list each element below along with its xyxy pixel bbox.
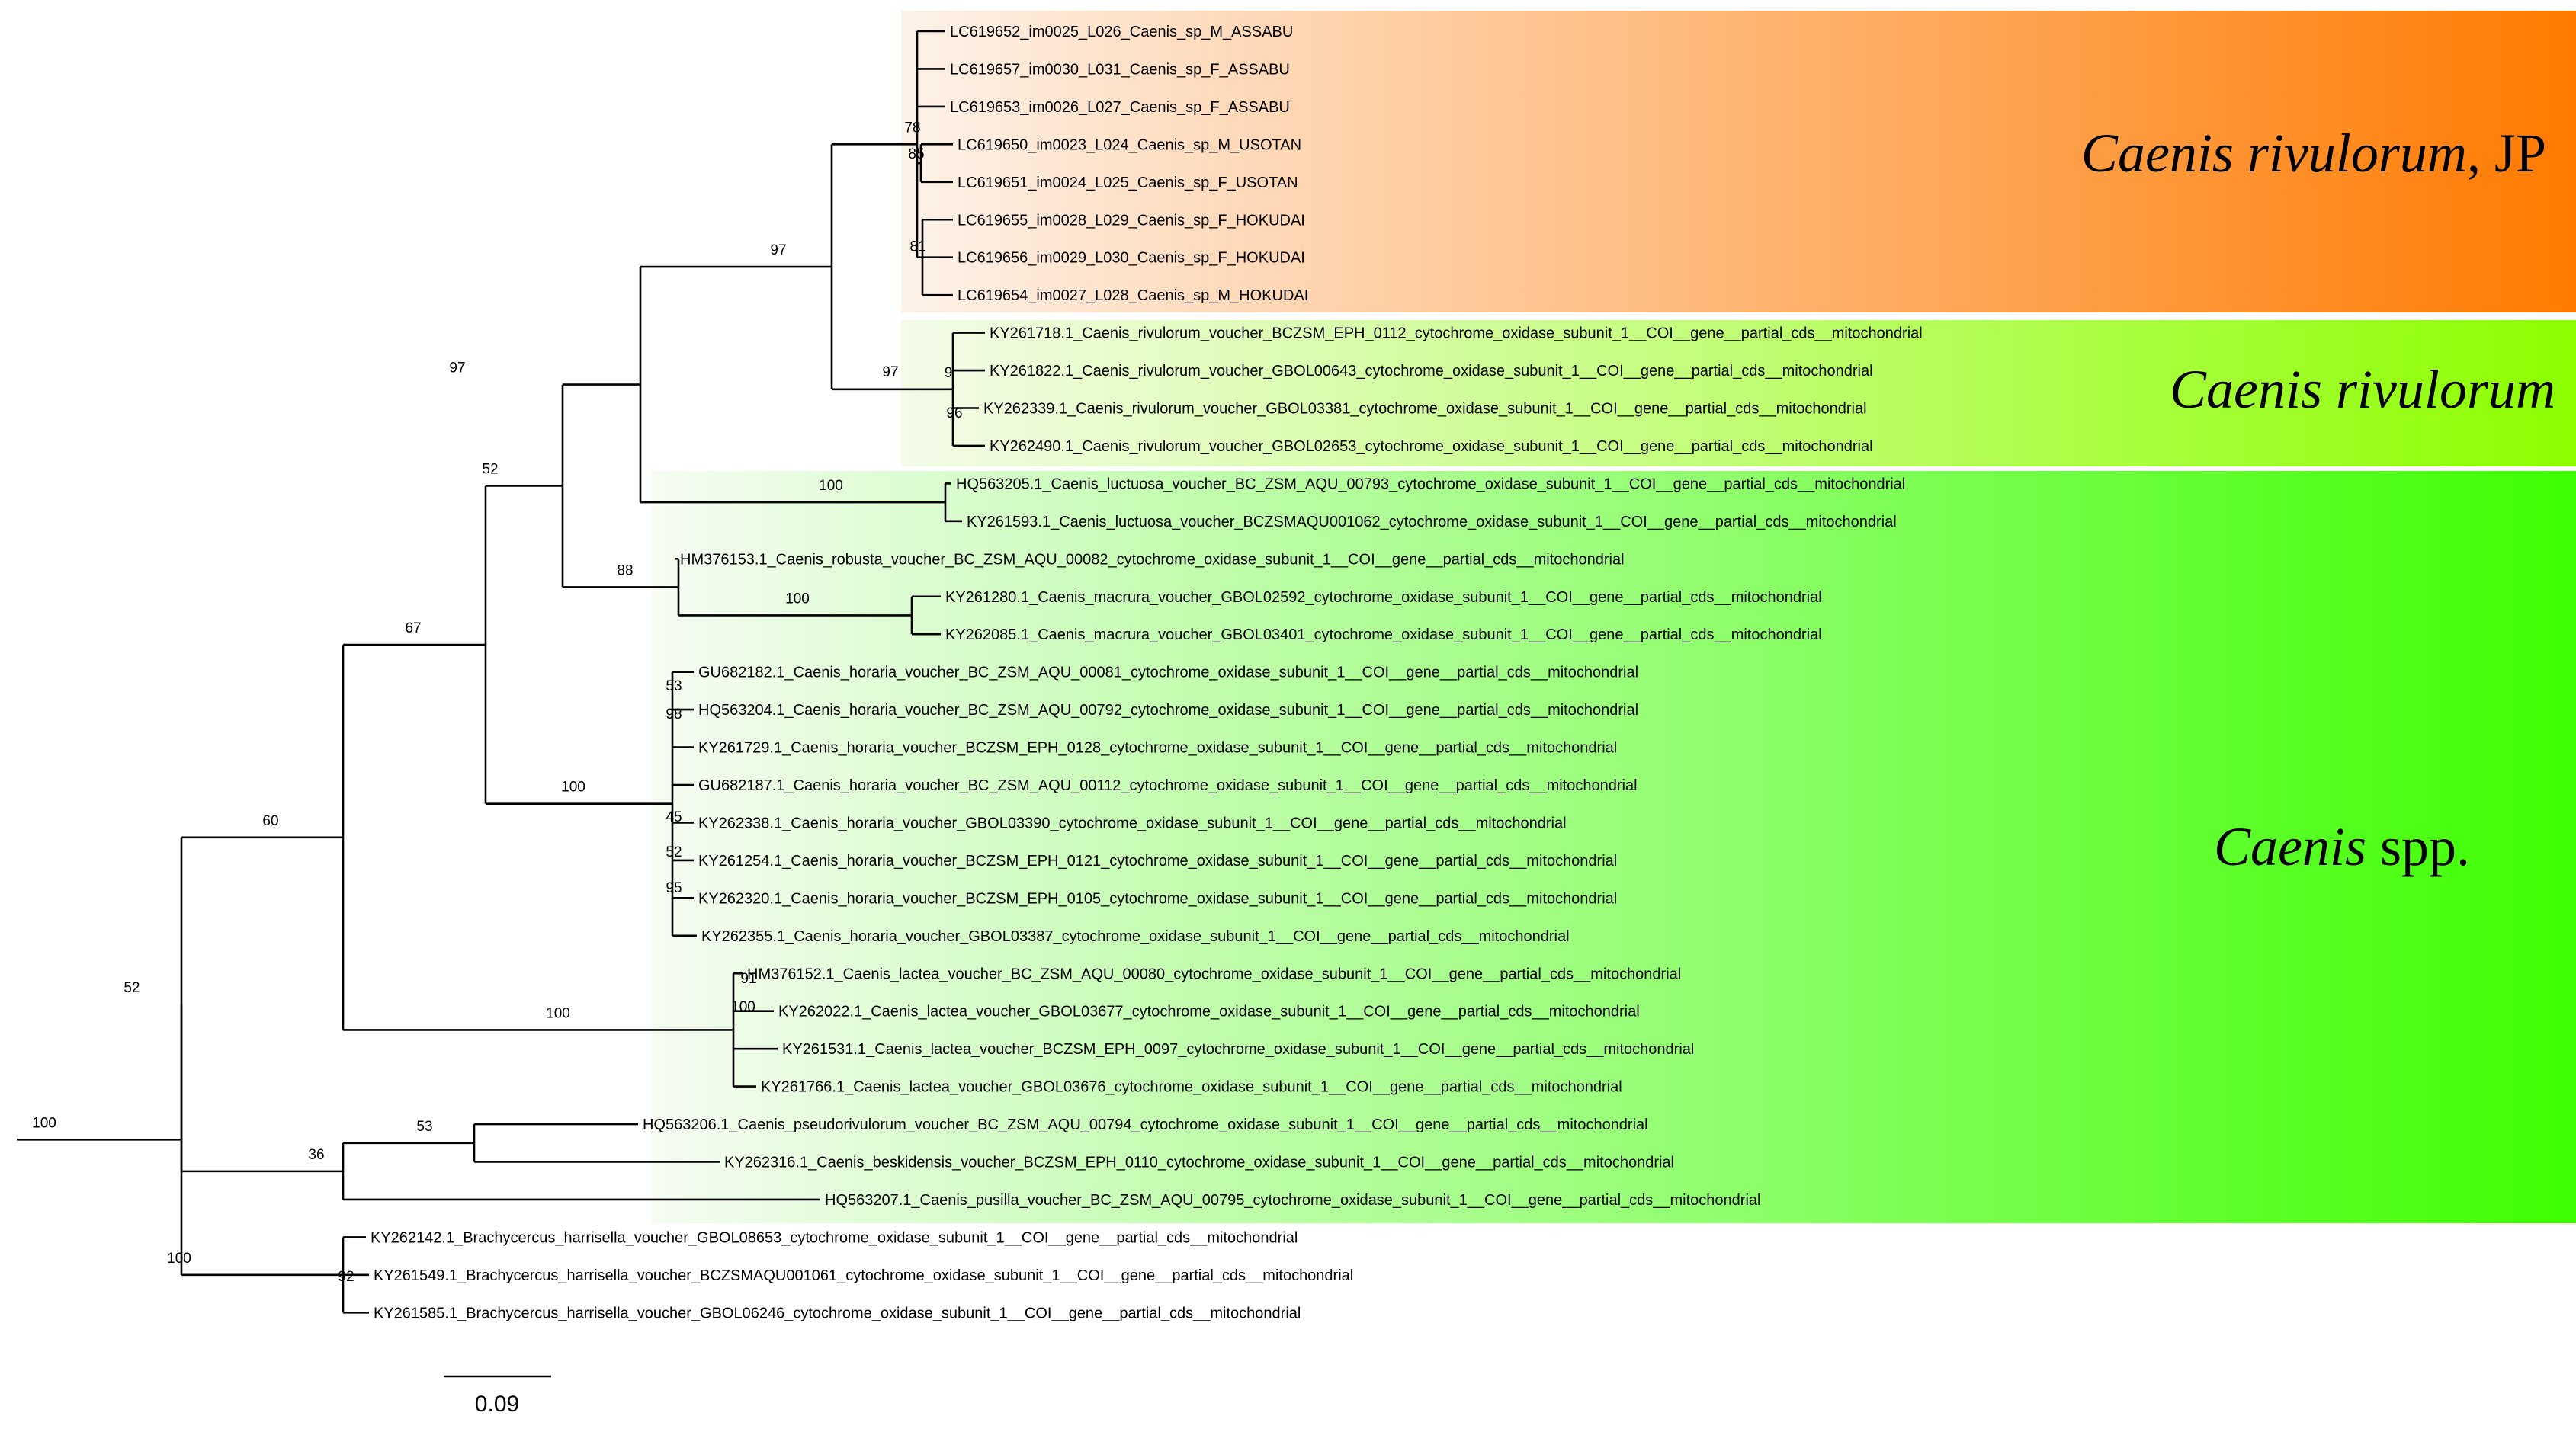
tip-label-34: KY261585.1_Brachycercus_harrisella_vouch…: [374, 1305, 1301, 1321]
clade-label-spp-rest: spp.: [2366, 816, 2470, 877]
clade-label-spp-italic: Caenis: [2214, 816, 2366, 877]
bootstrap-n-lact-100: 100: [731, 999, 755, 1015]
tip-label-33: KY261549.1_Brachycercus_harrisella_vouch…: [374, 1267, 1353, 1284]
tip-label-19: KY261729.1_Caenis_horaria_voucher_BCZSM_…: [698, 740, 1617, 757]
tip-label-2: LC619653_im0026_L027_Caenis_sp_F_ASSABU: [950, 99, 1290, 116]
tip-label-12: HQ563205.1_Caenis_luctuosa_voucher_BC_ZS…: [956, 476, 1905, 492]
bootstrap-n-mac: 100: [785, 591, 810, 607]
tip-label-22: KY261254.1_Caenis_horaria_voucher_BCZSM_…: [698, 853, 1617, 870]
tip-label-20: GU682187.1_Caenis_horaria_voucher_BC_ZSM…: [698, 777, 1638, 794]
tip-label-21: KY262338.1_Caenis_horaria_voucher_GBOL03…: [698, 815, 1567, 831]
bootstrap-n-robmac: 88: [617, 562, 633, 578]
bootstrap-n-root-outgroup: 100: [167, 1251, 191, 1267]
clade-label-rivulorum: Caenis rivulorum: [2170, 359, 2555, 420]
bootstrap-values: 85 81 78 9 97 100 97 100 88 52 100 67 100 60 53 36 52 100…: [32, 120, 962, 1285]
bootstrap-n-lact-91: 91: [740, 971, 756, 987]
bootstrap-n-riv-96: 96: [946, 405, 962, 421]
tip-label-5: LC619655_im0028_L029_Caenis_sp_F_HOKUDAI: [958, 212, 1305, 229]
tip-label-32: KY262142.1_Brachycercus_harrisella_vouch…: [371, 1229, 1298, 1246]
bootstrap-n-jp-usotan: 85: [908, 146, 924, 162]
bootstrap-n-jp-inner: 78: [904, 120, 920, 136]
clade-label-jp: Caenis rivulorum, JP: [2081, 123, 2546, 184]
bootstrap-n-d97: 97: [449, 360, 465, 376]
bootstrap-n-root-ingroup: 100: [32, 1115, 56, 1131]
tip-label-14: HM376153.1_Caenis_robusta_voucher_BC_ZSM…: [680, 551, 1625, 568]
tip-label-30: KY262316.1_Caenis_beskidensis_voucher_BC…: [724, 1155, 1674, 1171]
tip-label-26: KY262022.1_Caenis_lactea_voucher_GBOL036…: [778, 1004, 1640, 1020]
bootstrap-n-small: 36: [308, 1147, 324, 1163]
tip-label-25: HM376152.1_Caenis_lactea_voucher_BC_ZSM_…: [747, 966, 1681, 982]
tip-label-31: HQ563207.1_Caenis_pusilla_voucher_BC_ZSM…: [825, 1192, 1760, 1209]
tip-label-28: KY261766.1_Caenis_lactea_voucher_GBOL036…: [761, 1079, 1622, 1096]
bootstrap-n-jp-hokudai: 81: [909, 239, 925, 255]
tip-label-18: HQ563204.1_Caenis_horaria_voucher_BC_ZSM…: [698, 702, 1638, 719]
tip-label-13: KY261593.1_Caenis_luctuosa_voucher_BCZSM…: [967, 514, 1897, 530]
tip-label-15: KY261280.1_Caenis_macrura_voucher_GBOL02…: [945, 589, 1822, 606]
clade-label-jp-rest: , JP: [2467, 123, 2546, 184]
bootstrap-n-hor-95: 95: [666, 880, 682, 896]
clade-label-spp: Caenis spp.: [2214, 816, 2470, 877]
bootstrap-n-c52: 52: [482, 461, 498, 477]
bootstrap-n-riv: 97: [882, 364, 898, 380]
tip-label-9: KY261822.1_Caenis_rivulorum_voucher_GBOL…: [990, 363, 1873, 380]
tip-label-6: LC619656_im0029_L030_Caenis_sp_F_HOKUDAI: [958, 250, 1305, 267]
bootstrap-n-riv-inner: 9: [945, 365, 953, 381]
tip-label-7: LC619654_im0027_L028_Caenis_sp_M_HOKUDAI: [958, 287, 1308, 304]
clade-label-jp-italic: Caenis rivulorum: [2081, 123, 2467, 184]
tip-label-3: LC619650_im0023_L024_Caenis_sp_M_USOTAN: [958, 136, 1301, 153]
tip-label-10: KY262339.1_Caenis_rivulorum_voucher_GBOL…: [983, 401, 1867, 418]
clade-band-jp: [901, 11, 2576, 312]
bootstrap-n-b67: 67: [405, 620, 421, 636]
bootstrap-n-pseudo: 53: [416, 1119, 432, 1135]
bootstrap-n-brach-92: 92: [338, 1269, 354, 1285]
bootstrap-n-big: 60: [262, 813, 278, 829]
tree-branches: [17, 30, 985, 1314]
tip-label-4: LC619651_im0024_L025_Caenis_sp_F_USOTAN: [958, 175, 1298, 191]
tip-label-1: LC619657_im0030_L031_Caenis_sp_F_ASSABU: [950, 61, 1290, 78]
tip-label-16: KY262085.1_Caenis_macrura_voucher_GBOL03…: [945, 626, 1822, 643]
bootstrap-n-hor-52: 52: [666, 844, 682, 860]
clade-label-rivulorum-italic: Caenis rivulorum: [2170, 359, 2555, 420]
clade-band-rivulorum: [901, 320, 2576, 466]
tip-label-24: KY262355.1_Caenis_horaria_voucher_GBOL03…: [701, 928, 1570, 945]
bootstrap-n-luct: 100: [819, 478, 843, 494]
bootstrap-n-hor-45: 45: [666, 809, 682, 825]
clade-band-spp: [652, 471, 2576, 1223]
tip-label-8: KY261718.1_Caenis_rivulorum_voucher_BCZS…: [990, 325, 1923, 342]
bootstrap-n-core: 52: [124, 980, 140, 996]
tip-label-29: HQ563206.1_Caenis_pseudorivulorum_vouche…: [643, 1116, 1648, 1133]
bootstrap-n-jpriv: 97: [770, 242, 786, 258]
tip-label-11: KY262490.1_Caenis_rivulorum_voucher_GBOL…: [990, 438, 1873, 455]
tip-labels: LC619652_im0025_L026_Caenis_sp_M_ASSABU L…: [371, 24, 1923, 1321]
tip-label-0: LC619652_im0025_L026_Caenis_sp_M_ASSABU: [950, 24, 1293, 40]
bootstrap-n-hor-98: 98: [666, 706, 682, 722]
tip-label-23: KY262320.1_Caenis_horaria_voucher_BCZSM_…: [698, 890, 1617, 907]
tip-label-27: KY261531.1_Caenis_lactea_voucher_BCZSM_E…: [782, 1041, 1694, 1058]
bootstrap-n-hor-53: 53: [666, 678, 682, 694]
bootstrap-n-hor: 100: [561, 780, 585, 796]
tip-label-17: GU682182.1_Caenis_horaria_voucher_BC_ZSM…: [698, 665, 1638, 681]
scale-bar-label: 0.09: [475, 1392, 519, 1417]
bootstrap-n-lact: 100: [546, 1005, 570, 1021]
